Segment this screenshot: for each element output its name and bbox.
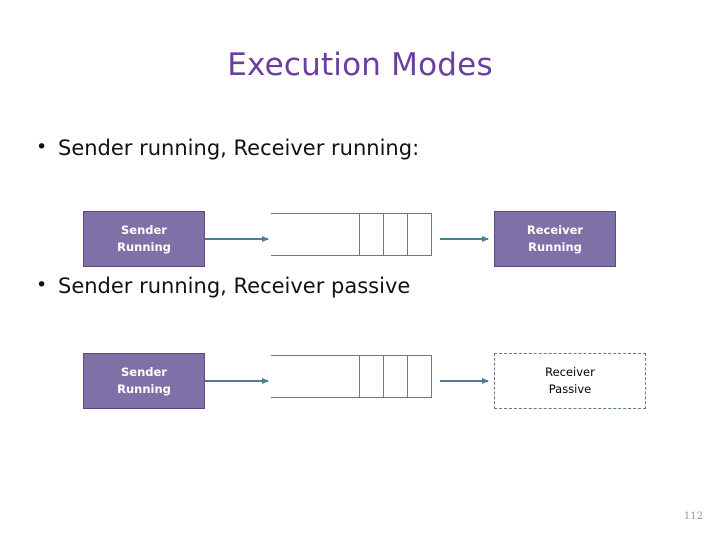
sender-running-box-2: Sender Running: [83, 353, 205, 409]
receiver-box-label-line2: Passive: [548, 382, 592, 396]
queue-bottom-edge: [271, 397, 431, 398]
sender-box-label-line2: Running: [117, 240, 171, 254]
page-number: 112: [683, 511, 703, 522]
sender-box-label-line2: Running: [117, 382, 171, 396]
receiver-box-label-line2: Running: [528, 240, 582, 254]
bullet-text-1: Sender running, Receiver running:: [58, 136, 420, 160]
sender-running-box-1: Sender Running: [83, 211, 205, 267]
arrow-right-icon-sender-to-queue-2: [205, 377, 269, 384]
receiver-passive-box-2: Receiver Passive: [494, 353, 646, 409]
queue-right-edge: [431, 355, 432, 398]
queue-divider: [383, 355, 384, 398]
message-queue-1: [271, 213, 432, 256]
bullet-marker-icon: •: [36, 274, 48, 296]
queue-divider: [359, 213, 360, 256]
queue-divider: [407, 213, 408, 256]
diagram-row-sender-running-receiver-passive: Sender Running Receiver Passive: [0, 345, 720, 425]
bullet-item-1: • Sender running, Receiver running:: [36, 136, 676, 161]
receiver-running-box-1: Receiver Running: [494, 211, 616, 267]
queue-divider: [383, 213, 384, 256]
arrow-right-icon-sender-to-queue-1: [205, 235, 269, 242]
queue-top-edge: [271, 355, 431, 356]
bullet-text-2: Sender running, Receiver passive: [58, 274, 411, 298]
sender-box-label-line1: Sender: [121, 365, 167, 380]
bullet-item-2: • Sender running, Receiver passive: [36, 274, 676, 299]
page-title: Execution Modes: [227, 47, 493, 83]
receiver-box-label-line1: Receiver: [526, 223, 584, 238]
queue-top-edge: [271, 213, 431, 214]
queue-divider: [359, 355, 360, 398]
queue-bottom-edge: [271, 255, 431, 256]
sender-box-label-line1: Sender: [121, 223, 167, 238]
message-queue-2: [271, 355, 432, 398]
queue-right-edge: [431, 213, 432, 256]
diagram-row-sender-receiver-running: Sender Running Receiver Running: [0, 203, 720, 283]
receiver-box-label-line1: Receiver: [545, 365, 595, 380]
queue-divider: [407, 355, 408, 398]
arrow-right-icon-queue-to-receiver-1: [440, 235, 489, 242]
arrow-right-icon-queue-to-receiver-2: [440, 377, 489, 384]
bullet-marker-icon: •: [36, 136, 48, 158]
